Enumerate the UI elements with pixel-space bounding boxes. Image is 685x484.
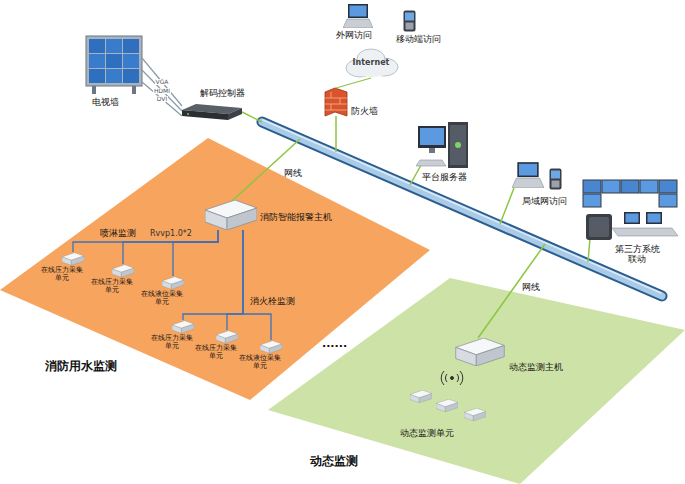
group-label: 喷淋监测	[100, 228, 136, 238]
video-cable	[142, 70, 182, 111]
node-label: 在线液位采集 单元	[238, 355, 282, 370]
group-label: 消火栓监测	[250, 296, 295, 306]
sensor-unit: 在线液位采集 单元	[162, 276, 184, 290]
cable-spec: Rvvp1.0*2	[150, 229, 192, 238]
internet-cloud: Internet	[343, 48, 399, 78]
node-label: 第三方系统 联动	[612, 244, 662, 265]
lan-client: 局域网访问	[512, 160, 564, 192]
node-label: 消防智能报警主机	[260, 212, 332, 222]
node-label: 消防用水监测	[45, 360, 117, 374]
third-party-system-icon	[583, 180, 678, 240]
signal-wire	[183, 230, 243, 320]
network-cable	[336, 78, 371, 88]
video-wall: 电视墙	[86, 36, 142, 94]
dynamic-unit: 动态监测单元	[410, 388, 488, 422]
network-bus	[262, 120, 662, 296]
node-label: 平台服务器	[422, 172, 467, 182]
node-label: 防火墙	[351, 106, 378, 116]
node-label: Internet	[343, 58, 399, 67]
node-label: 动态监测	[310, 455, 358, 469]
node-label: 外网访问	[336, 30, 372, 40]
sensor-unit: 在线压力采集 单元	[172, 320, 194, 334]
signal-wire	[123, 230, 218, 264]
firewall: 防火墙	[325, 88, 347, 116]
sensor-unit: 在线压力采集 单元	[62, 252, 84, 266]
server-icon	[416, 122, 468, 168]
signal-wire	[243, 230, 271, 340]
node-label: 在线压力采集 单元	[150, 335, 194, 350]
alarm-host-icon	[205, 200, 257, 230]
dynamic-host-icon	[456, 338, 505, 366]
signal-wire	[73, 230, 218, 252]
sensor-unit: 在线压力采集 单元	[112, 264, 134, 278]
signal-label: HDMI	[153, 88, 171, 94]
platform-server: 平台服务器	[418, 122, 468, 170]
firewall-icon	[325, 88, 347, 116]
video-cable	[142, 58, 182, 106]
alarm-host: 消防智能报警主机	[205, 200, 257, 230]
mobile-phone: 移动端访问	[403, 10, 416, 32]
signal-label: VGA	[155, 79, 170, 85]
region-shape	[268, 278, 685, 484]
node-label: 解码控制器	[200, 88, 245, 98]
cable-label: 网线	[284, 168, 302, 178]
decoder-icon	[182, 104, 242, 120]
node-label: 动态监测主机	[509, 362, 563, 372]
video-cable	[142, 82, 182, 116]
sensor-unit: 在线液位采集 单元	[260, 340, 282, 354]
decoder: 解码控制器	[182, 104, 242, 120]
dynamic-host: 动态监测主机	[455, 338, 505, 366]
node-label: 动态监测单元	[400, 428, 454, 438]
node-label: 移动端访问	[396, 34, 441, 44]
laptop-icon	[512, 162, 544, 188]
phone-icon	[404, 11, 416, 32]
monitoring-region: 消防用水监测消防智能报警主机在线压力采集 单元在线压力采集 单元在线液位采集 单…	[0, 138, 430, 400]
signal-label: DVI	[156, 96, 168, 102]
monitoring-region: 动态监测 动态监测主机动态监测单元	[268, 278, 685, 484]
node-label: 在线压力采集 单元	[40, 267, 84, 282]
node-label: 在线压力采集 单元	[194, 345, 238, 360]
ellipsis-mark: ......	[322, 338, 347, 351]
node-label: 局域网访问	[522, 196, 567, 206]
video-wall-icon	[86, 36, 142, 94]
node-label: 在线液位采集 单元	[140, 291, 184, 306]
laptop-icon	[343, 4, 373, 28]
sensor-unit-icon	[62, 253, 282, 354]
laptop: 外网访问	[343, 4, 373, 28]
node-label: 电视墙	[92, 97, 119, 107]
signal-wire	[227, 230, 243, 330]
sensor-unit: 在线压力采集 单元	[216, 330, 238, 344]
phone-icon	[550, 169, 562, 190]
node-label: 在线压力采集 单元	[90, 279, 134, 294]
wireless-symbol	[441, 371, 463, 385]
dynamic-unit-icon	[410, 390, 486, 421]
cable-label: 网线	[522, 282, 540, 292]
network-cable	[232, 112, 590, 338]
third-party-system: 第三方系统 联动	[582, 178, 680, 240]
